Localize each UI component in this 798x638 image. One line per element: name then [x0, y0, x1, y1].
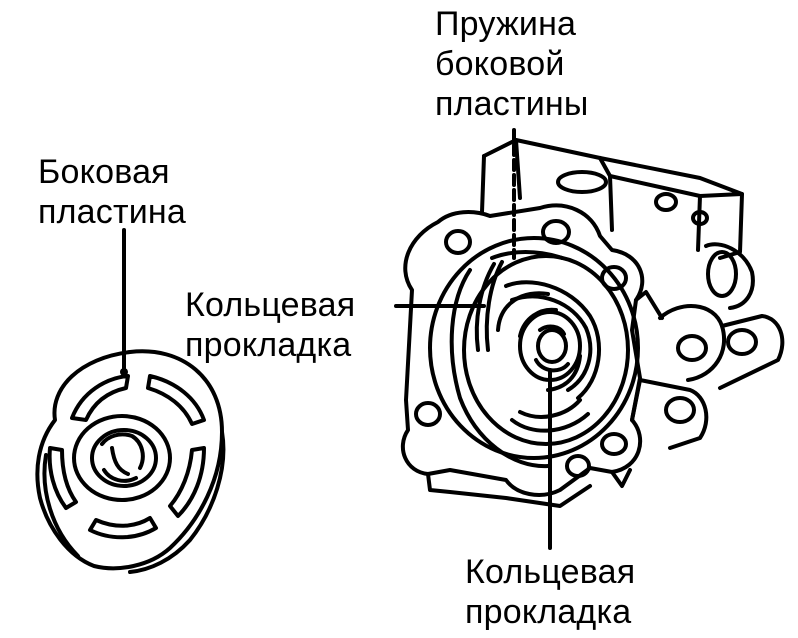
pump-housing-drawing [400, 138, 785, 508]
label-side-plate: Боковая пластина [38, 153, 187, 231]
label-o-ring-upper: Кольцевая прокладка [185, 286, 356, 364]
label-side-plate-spring: Пружина боковой пластины [435, 5, 589, 123]
label-o-ring-lower: Кольцевая прокладка [465, 553, 636, 631]
side-plate-drawing [35, 349, 226, 574]
leader-dot-side-plate [120, 368, 128, 376]
